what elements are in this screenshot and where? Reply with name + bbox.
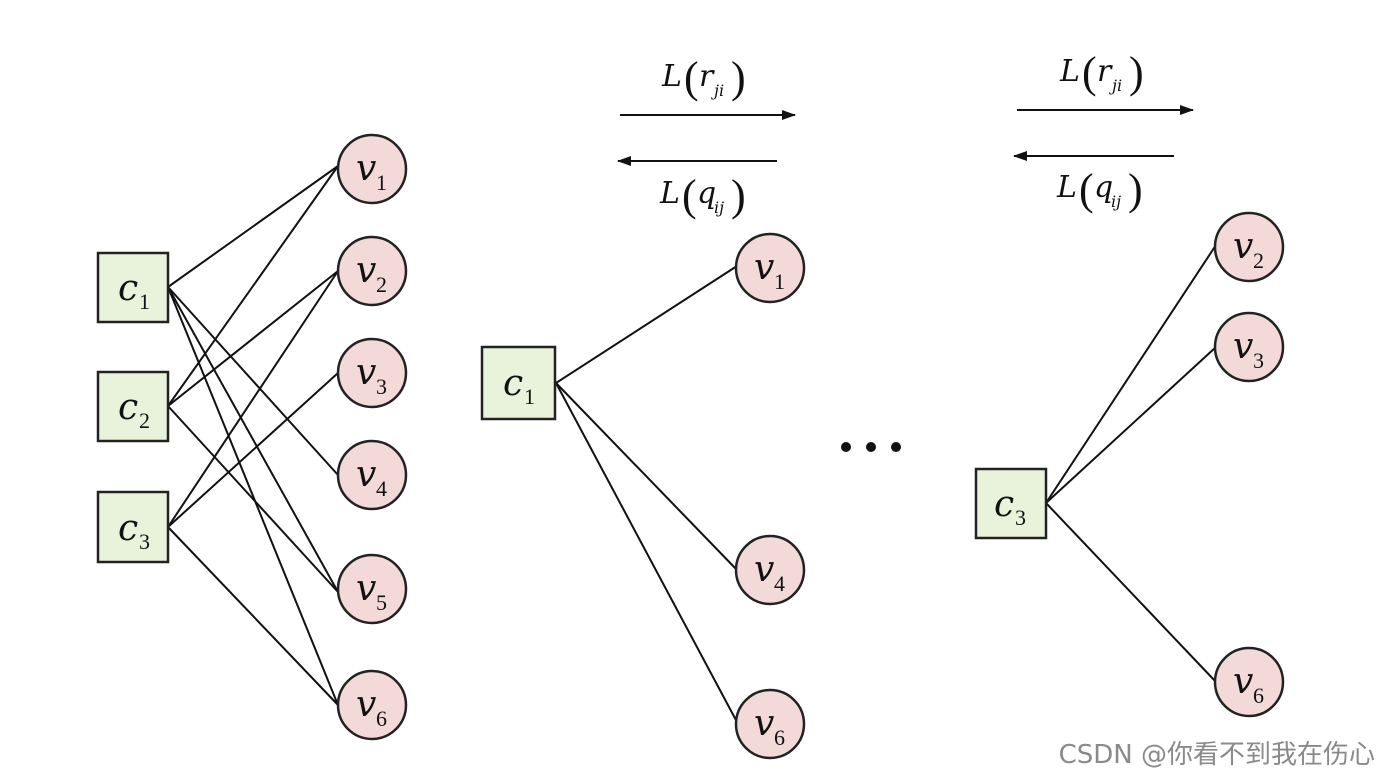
check-node-c1: c 1 xyxy=(96,251,170,324)
message-forward-label-1: L ( r ji ) xyxy=(661,53,746,102)
svg-text:): ) xyxy=(731,53,746,102)
svg-text:ij: ij xyxy=(1111,192,1121,211)
edge-sub-c3-v6 xyxy=(1045,502,1217,683)
edge-c2-v1 xyxy=(167,165,339,407)
svg-text:L: L xyxy=(661,59,682,94)
edge-sub-c1-v1 xyxy=(555,265,738,384)
edge-c2-v5 xyxy=(167,405,339,593)
var-node-v6: v 6 xyxy=(336,669,408,741)
full-graph-edges xyxy=(167,165,339,706)
edge-c1-v6 xyxy=(167,286,339,706)
svg-text:L: L xyxy=(1056,170,1077,205)
subgraph-c3-edges xyxy=(1045,244,1217,683)
var-node-v4: v 4 xyxy=(336,439,408,511)
svg-text:q: q xyxy=(1094,170,1113,205)
svg-text:v: v xyxy=(356,568,376,609)
svg-text:(: ( xyxy=(1079,165,1094,214)
edge-sub-c1-v6 xyxy=(555,382,738,723)
var-node-v1: v 1 xyxy=(336,133,408,205)
svg-text:(: ( xyxy=(684,53,699,102)
message-backward-label-1: L ( q ij ) xyxy=(659,171,746,220)
svg-text:ij: ij xyxy=(714,198,724,217)
svg-text:1: 1 xyxy=(376,170,387,195)
svg-text:r: r xyxy=(699,59,715,94)
ellipsis-dots xyxy=(841,442,901,452)
svg-text:ji: ji xyxy=(711,81,724,100)
edge-c1-v4 xyxy=(167,286,339,476)
check-node-c2: c 2 xyxy=(96,370,170,443)
subgraph-var-node-v1: v 1 xyxy=(734,232,806,304)
svg-text:2: 2 xyxy=(376,272,387,297)
svg-text:(: ( xyxy=(1082,48,1097,97)
var-node-v2: v 2 xyxy=(336,235,408,307)
svg-text:): ) xyxy=(1129,48,1144,97)
check-node-c2-index: 2 xyxy=(139,408,150,433)
edge-c3-v2 xyxy=(167,270,339,528)
svg-text:c: c xyxy=(994,484,1014,525)
message-backward-label-2: L ( q ij ) xyxy=(1056,165,1143,214)
edge-sub-c3-v2 xyxy=(1045,244,1217,504)
svg-text:c: c xyxy=(118,268,138,309)
subgraph-var-node-v3: v 3 xyxy=(1213,311,1285,383)
svg-text:6: 6 xyxy=(376,706,387,731)
edge-c1-v5 xyxy=(167,286,339,593)
svg-text:6: 6 xyxy=(774,725,785,750)
svg-text:v: v xyxy=(754,549,774,590)
svg-text:5: 5 xyxy=(376,590,387,615)
check-node-c1-index: 1 xyxy=(139,289,150,314)
svg-text:ji: ji xyxy=(1109,76,1122,95)
svg-text:L: L xyxy=(659,176,680,211)
subgraph-check-node-c1: c 1 xyxy=(480,345,557,421)
svg-text:c: c xyxy=(503,363,523,404)
edge-c3-v6 xyxy=(167,526,339,706)
edge-c2-v2 xyxy=(167,270,339,407)
subgraph-var-node-v6: v 6 xyxy=(734,688,806,760)
svg-text:3: 3 xyxy=(376,374,387,399)
svg-text:v: v xyxy=(1233,661,1253,702)
svg-text:v: v xyxy=(356,250,376,291)
subgraph-check-node-c3: c 3 xyxy=(974,467,1048,540)
svg-text:v: v xyxy=(356,454,376,495)
var-node-v5: v 5 xyxy=(336,553,408,625)
svg-text:4: 4 xyxy=(774,571,785,596)
svg-text:(: ( xyxy=(682,171,697,220)
svg-text:3: 3 xyxy=(1253,348,1264,373)
watermark: CSDN @你看不到我在伤心 xyxy=(1058,740,1375,770)
svg-text:L: L xyxy=(1059,54,1080,89)
svg-text:4: 4 xyxy=(376,476,387,501)
svg-text:6: 6 xyxy=(1253,683,1264,708)
svg-text:): ) xyxy=(731,171,746,220)
subgraph-var-node-v4: v 4 xyxy=(734,534,806,606)
subgraph-check-node-c1-index: 1 xyxy=(524,384,535,409)
subgraph-var-node-v6: v 6 xyxy=(1213,646,1285,718)
edge-sub-c1-v4 xyxy=(555,382,738,571)
message-forward-label-2: L ( r ji ) xyxy=(1059,48,1144,97)
svg-text:q: q xyxy=(697,176,716,211)
svg-text:v: v xyxy=(1233,226,1253,267)
var-node-v3: v 3 xyxy=(336,337,408,409)
svg-text:v: v xyxy=(356,684,376,725)
subgraph-var-node-v2: v 2 xyxy=(1213,211,1285,283)
svg-text:v: v xyxy=(356,352,376,393)
svg-text:v: v xyxy=(754,247,774,288)
svg-text:r: r xyxy=(1097,54,1113,89)
svg-text:v: v xyxy=(1233,326,1253,367)
svg-text:c: c xyxy=(118,387,138,428)
edge-c3-v3 xyxy=(167,372,339,528)
check-node-c3-index: 3 xyxy=(139,529,150,554)
edge-sub-c3-v3 xyxy=(1045,346,1217,504)
svg-text:): ) xyxy=(1128,165,1143,214)
svg-text:v: v xyxy=(356,148,376,189)
svg-text:c: c xyxy=(118,508,138,549)
subgraph-check-node-c3-index: 3 xyxy=(1015,505,1026,530)
svg-text:1: 1 xyxy=(774,269,785,294)
subgraph-c1-edges xyxy=(555,265,738,723)
edge-c1-v1 xyxy=(167,165,339,288)
svg-text:2: 2 xyxy=(1253,248,1264,273)
check-node-c3: c 3 xyxy=(96,490,170,564)
svg-text:v: v xyxy=(754,703,774,744)
